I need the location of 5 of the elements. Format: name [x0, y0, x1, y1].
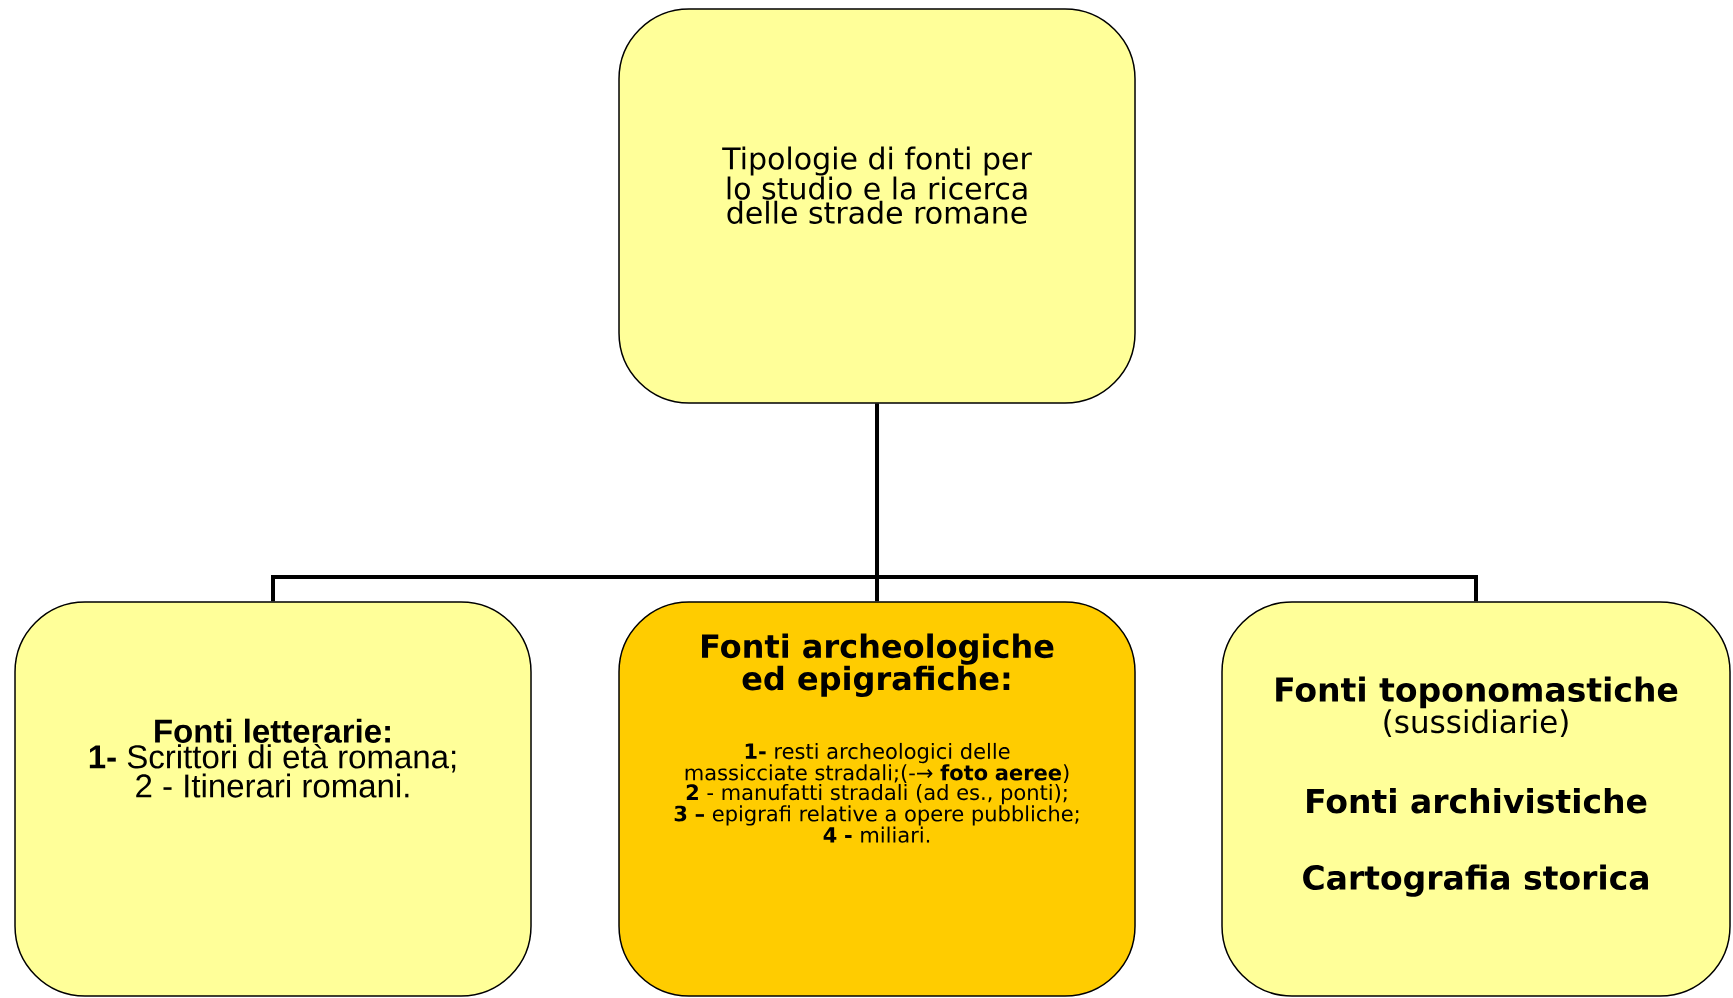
- process-box: Tipologie di fonti per lo studio e la ricerca delle strade romane: [618, 8, 1136, 404]
- connector-line: [875, 403, 1478, 602]
- process-box: Fonti archeologiche ed epigrafiche: 1- resti archeologici delle massicciate stradali;(-→ foto aeree) 2 - manufatti stradali (ad es., ponti); 3 – epigrafi relative a opere pubbliche; 4 - miliari.: [618, 601, 1136, 997]
- process-box: Fonti toponomastiche (sussidiarie) Fonti archivistiche Cartografia storica: [1221, 601, 1731, 997]
- process-box: Fonti letterarie: 1- Scrittori di età romana; 2 - Itinerari romani.: [14, 601, 532, 997]
